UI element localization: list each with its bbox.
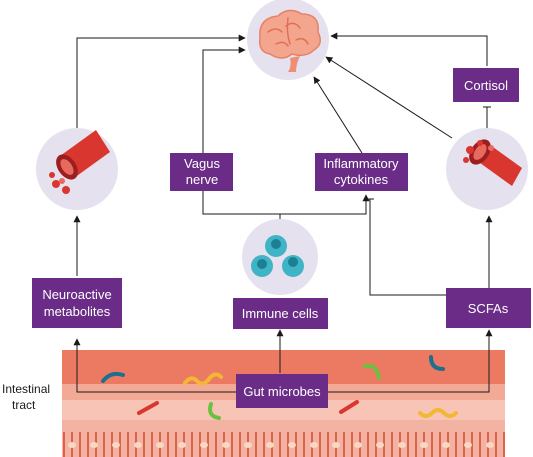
cell-nucleus [398,442,406,448]
bacterium [418,408,458,418]
inflammatory-label-line-1: Inflammatory [323,156,399,171]
immune-cells-box: Immune cells [233,298,328,329]
connectors [73,32,493,393]
vagus-nerve-box: Vagus nerve [170,153,233,191]
cell-nucleus [222,442,230,448]
gut-microbes-label: Gut microbes [243,384,321,399]
neuroactive-metabolites-box: Neuroactive metabolites [32,278,122,328]
cell-nucleus [310,442,318,448]
immune-cells-node [242,219,318,295]
inflammatory-cytokines-box: Inflammatory cytokines [315,153,408,191]
neuroactive-label-line-1: Neuroactive [42,287,111,302]
inflammatory-label-line-2: cytokines [334,172,389,187]
cortisol-box: Cortisol [453,68,519,102]
bacterium [183,372,223,386]
cell-nucleus [90,442,98,448]
brain-icon [258,9,321,72]
intestinal-label-line-2: tract [12,398,36,412]
neuroactive-label-line-2: metabolites [44,304,111,319]
bacterium [101,371,125,383]
cell-nucleus [288,442,296,448]
right-vessel-node [446,128,528,210]
intestinal-label-line-1: Intestinal [2,382,50,396]
gut-microbes-box: Gut microbes [236,374,328,408]
cell-nucleus [376,442,384,448]
vagus-label-line-1: Vagus [184,156,220,171]
bacterium [429,355,445,371]
scfas-label: SCFAs [468,301,509,316]
cell-nucleus [332,442,340,448]
vagus-label-line-2: nerve [186,172,219,187]
cell-nucleus [244,442,252,448]
immune-cells-icon [251,235,304,277]
left-vessel-node [36,128,118,210]
cell-nucleus [486,442,494,448]
immune-cells-label: Immune cells [242,306,319,321]
cell-nucleus [112,442,120,448]
cell-nucleus [464,442,472,448]
bacterium [339,400,359,414]
cell-nucleus [354,442,362,448]
cell-nucleus [266,442,274,448]
bacterium [137,401,159,415]
intestinal-tract-label: Intestinal tract [2,382,50,412]
cortisol-label: Cortisol [464,78,508,93]
cell-nucleus [156,442,164,448]
scfas-box: SCFAs [446,288,531,328]
cell-nucleus [420,442,428,448]
cell-nucleus [68,442,76,448]
cell-nucleus [134,442,142,448]
cell-nucleus [178,442,186,448]
bacterium [208,402,221,420]
blood-vessel-icon [463,139,522,186]
bacteria-group [101,355,458,420]
cell-nucleus [442,442,450,448]
blood-vessel-icon [49,130,110,194]
brain-node [247,0,329,80]
cell-nucleus [200,442,208,448]
bacterium [363,363,381,380]
